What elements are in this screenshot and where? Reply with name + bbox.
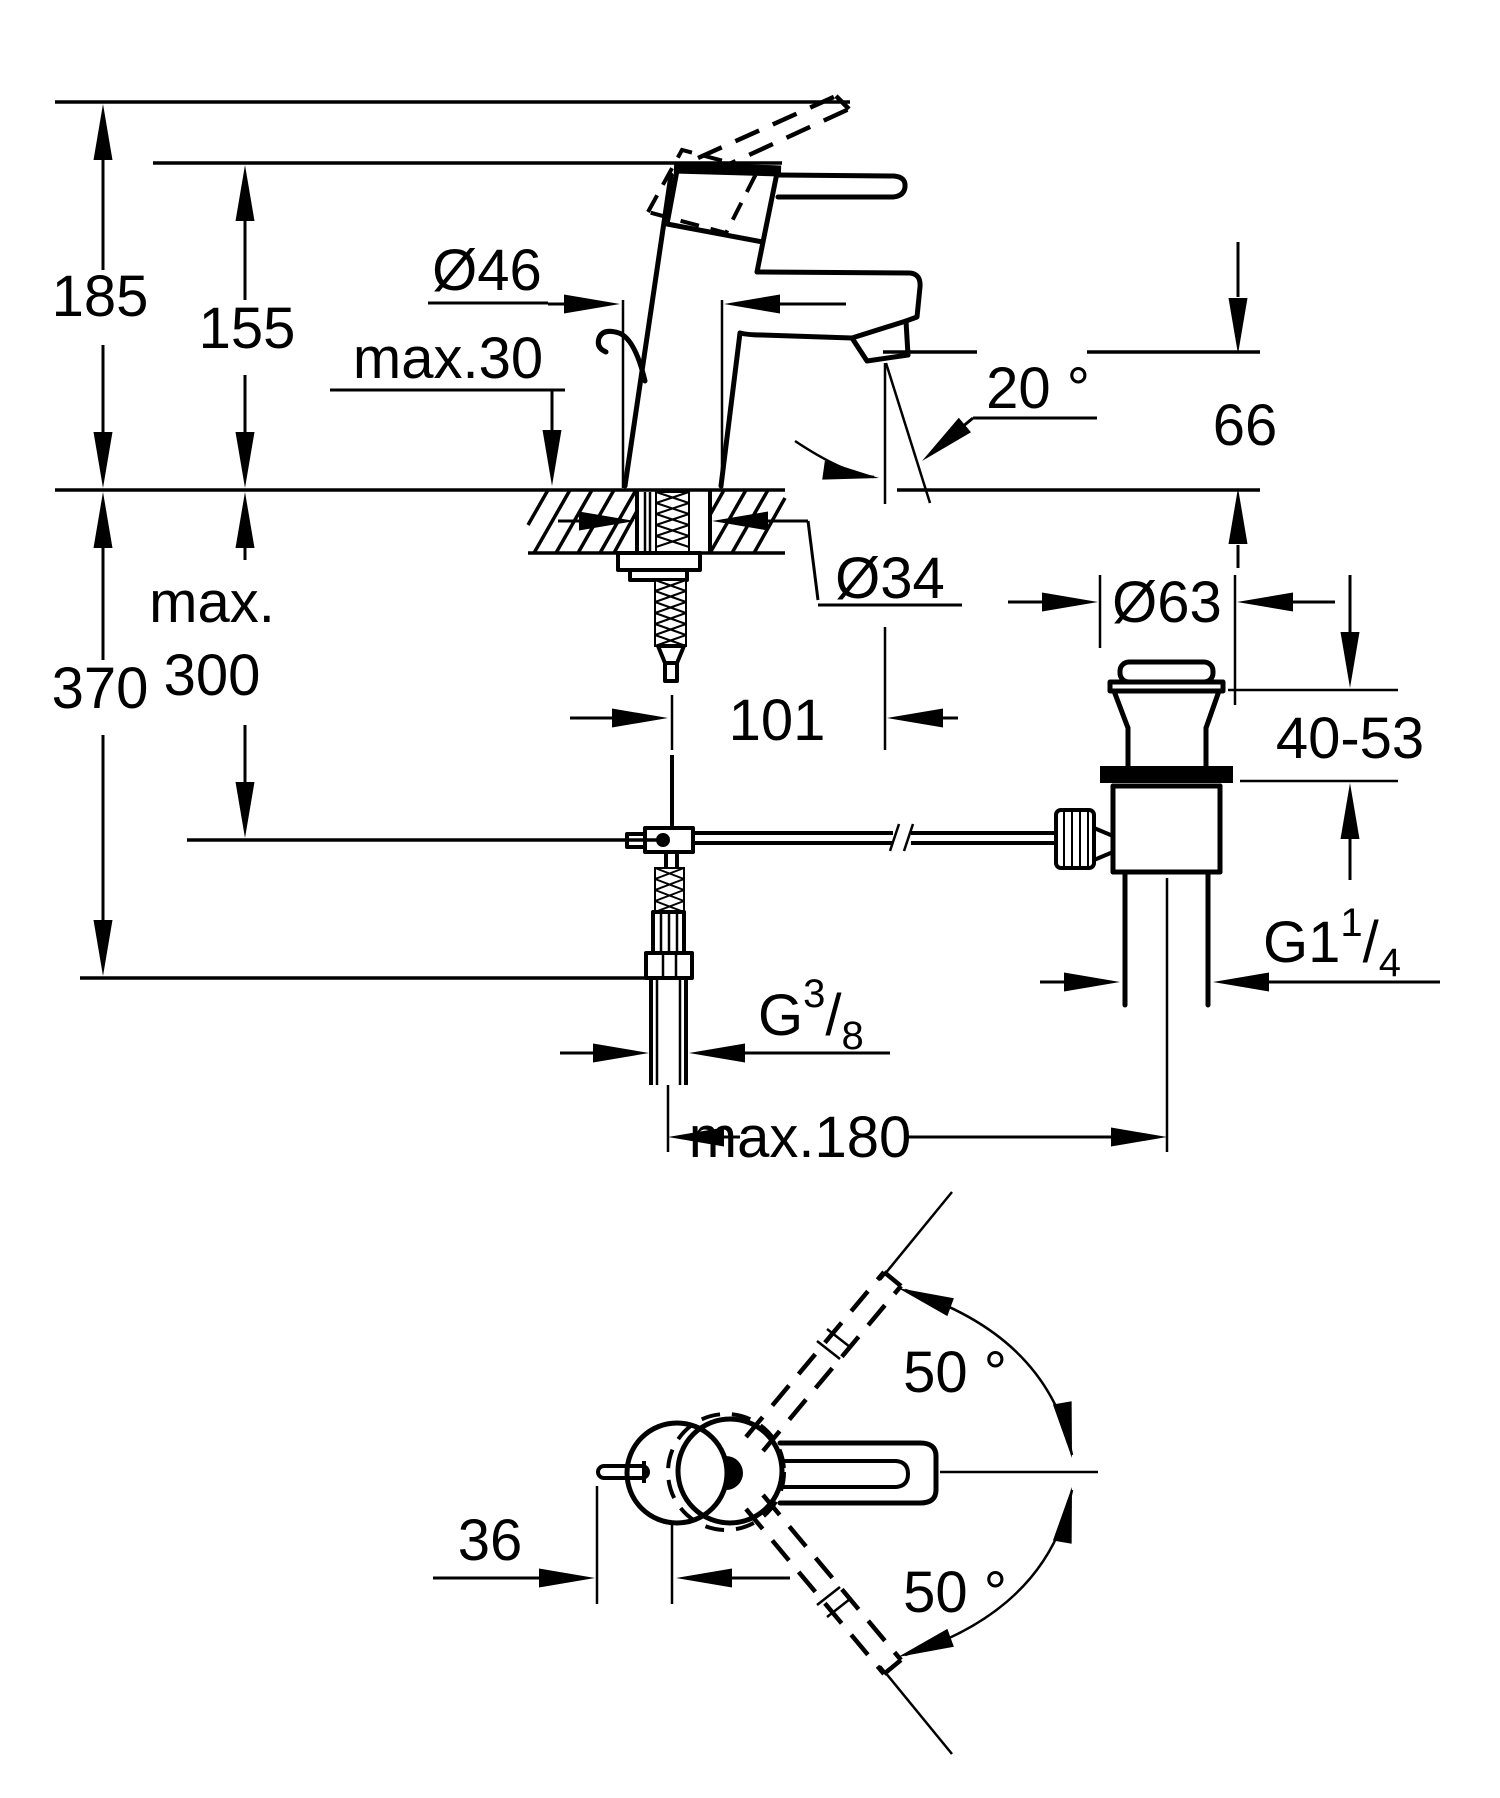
dim-label-d46: Ø46 xyxy=(432,238,542,303)
dim-label-g1-quarter: G11/4 xyxy=(1263,901,1401,985)
braided-hose xyxy=(654,867,685,913)
dimension-d46: Ø46 xyxy=(428,238,846,488)
water-stream xyxy=(794,362,932,750)
dim-label-101: 101 xyxy=(729,688,826,753)
dim-label-370: 370 xyxy=(52,656,149,721)
dim-label-185: 185 xyxy=(52,264,149,329)
dimension-max30: max.30 xyxy=(330,326,565,486)
dim-label-300: 300 xyxy=(164,643,261,708)
handle-swing-down-phantom xyxy=(744,1493,953,1755)
dim-label-max30: max.30 xyxy=(353,326,543,391)
dimension-max300: max. 300 xyxy=(149,492,658,842)
dim-label-50deg-down: 50 ° xyxy=(903,1560,1007,1625)
dim-label-d34: Ø34 xyxy=(835,546,945,611)
dim-label-max: max. xyxy=(149,570,275,635)
dimension-g-three-eighths: G3/8 xyxy=(560,972,890,1063)
dim-label-155: 155 xyxy=(199,296,296,361)
dim-label-d63: Ø63 xyxy=(1112,570,1222,635)
dimension-155: 155 xyxy=(199,165,296,488)
threaded-shank-lower xyxy=(654,579,687,647)
dim-label-max180: max.180 xyxy=(689,1105,911,1170)
popup-waste-valve xyxy=(1054,659,1233,1152)
dimension-20deg: 20 ° xyxy=(915,356,1097,469)
pivot-mark xyxy=(726,1456,743,1490)
popup-rod-and-hose xyxy=(625,755,1056,1152)
dim-label-36: 36 xyxy=(458,1508,523,1573)
handle-raised-phantom xyxy=(645,93,851,236)
dimension-d34: Ø34 xyxy=(558,511,962,611)
faucet-body xyxy=(595,93,923,683)
dimension-50deg-down: 50 ° xyxy=(894,1485,1082,1666)
dimension-36: 36 xyxy=(433,1486,790,1604)
popup-rod-stub xyxy=(596,1464,650,1480)
dimension-185: 185 xyxy=(52,104,149,488)
dimension-40-53: 40-53 xyxy=(1228,575,1424,880)
dimension-101: 101 xyxy=(570,688,958,753)
dim-label-66: 66 xyxy=(1213,393,1278,458)
dimension-66: 66 xyxy=(883,242,1277,568)
dim-label-40-53: 40-53 xyxy=(1276,706,1424,771)
dim-label-g38: G3/8 xyxy=(758,972,864,1058)
dim-label-20deg: 20 ° xyxy=(986,356,1090,421)
dimension-g1-quarter: G11/4 xyxy=(1040,901,1440,992)
dimension-max180: max.180 xyxy=(668,1105,1167,1170)
top-view: 50 ° 50 ° 36 xyxy=(433,1191,1098,1755)
handle-bar-top xyxy=(777,1440,1098,1506)
dimension-50deg-up: 50 ° xyxy=(894,1279,1082,1460)
handle-circle xyxy=(675,1416,785,1526)
dim-label-50deg-up: 50 ° xyxy=(903,1340,1007,1405)
handle-swing-up-phantom xyxy=(744,1191,953,1453)
front-view: 185 155 370 max. 300 xyxy=(52,93,1440,1170)
threaded-shank-upper xyxy=(655,491,690,554)
dimension-370: 370 xyxy=(52,492,645,980)
dimension-d63: Ø63 xyxy=(1008,570,1335,705)
